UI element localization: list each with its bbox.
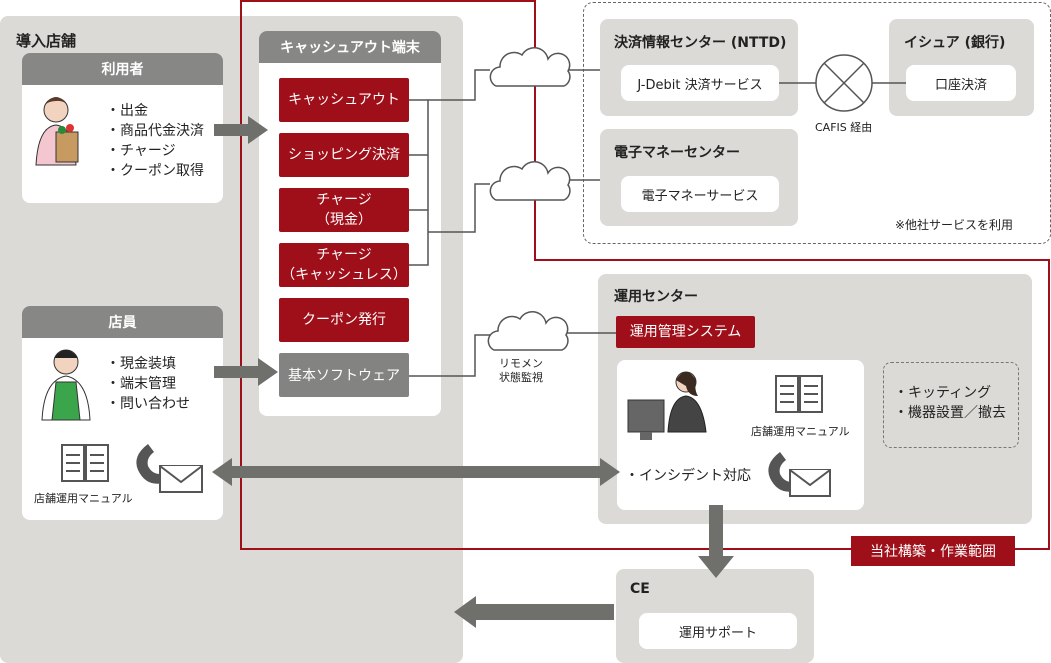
cloud-icon: [487, 311, 569, 351]
cashout-button[interactable]: キャッシュアウト: [279, 78, 409, 122]
ce-title: CE: [630, 581, 650, 597]
ops-support-service: 運用サポート: [639, 613, 797, 649]
arrow-left-icon: [454, 596, 614, 628]
basic-software-button[interactable]: 基本ソフトウェア: [279, 353, 409, 397]
staff-actions: ・現金装填 ・端末管理 ・問い合わせ: [106, 354, 190, 414]
ops-management-system: 運用管理システム: [616, 316, 755, 348]
user-actions: ・出金 ・商品代金決済 ・チャージ ・クーポン取得: [106, 101, 204, 181]
mail-icon: [159, 465, 203, 493]
emoney-service: 電子マネーサービス: [621, 176, 779, 212]
manual-book-icon: [61, 444, 109, 482]
staff-manual-label: 店舗運用マニュアル: [34, 492, 133, 505]
kitting-list: ・キッティング ・機器設置／撤去: [894, 383, 1006, 423]
kitting-item: ・キッティング: [894, 385, 992, 401]
manual-book-icon: [775, 375, 823, 413]
remote-line-2: 状態監視: [499, 371, 543, 384]
remote-monitoring-label: リモメン 状態監視: [499, 357, 543, 385]
charge-cashless-button[interactable]: チャージ （キャッシュレス）: [279, 243, 409, 287]
remote-line-1: リモメン: [499, 357, 543, 370]
mail-icon: [789, 469, 831, 497]
terminal-header: キャッシュアウト端末: [259, 31, 441, 63]
staff-action: ・現金装填: [106, 356, 176, 372]
ops-manual-label: 店舗運用マニュアル: [751, 425, 850, 438]
shopping-payment-button[interactable]: ショッピング決済: [279, 133, 409, 177]
emoney-title: 電子マネーセンター: [614, 145, 740, 161]
account-payment-service: 口座決済: [906, 65, 1016, 101]
scope-border-bottom: [240, 548, 1050, 550]
nttd-title: 決済情報センター (NTTD): [614, 35, 787, 51]
staff-header: 店員: [22, 306, 223, 338]
staff-icon: [41, 349, 91, 421]
staff-action: ・問い合わせ: [106, 396, 190, 412]
cloud-icon: [489, 47, 571, 87]
ops-center-title: 運用センター: [614, 289, 698, 305]
operator-icon: [627, 371, 707, 440]
staff-action: ・端末管理: [106, 376, 176, 392]
double-arrow-icon: [212, 458, 620, 486]
cafis-junction-icon: [815, 54, 873, 112]
scope-border-h: [534, 259, 1050, 261]
other-company-note: ※他社サービスを利用: [895, 218, 1014, 232]
store-title: 導入店舗: [16, 32, 77, 50]
user-header: 利用者: [22, 53, 223, 85]
arrow-down-icon: [698, 505, 734, 578]
connector-lines: [409, 69, 906, 377]
kitting-box: [883, 362, 1019, 448]
scope-border-top: [240, 0, 536, 2]
user-action: ・チャージ: [106, 143, 176, 159]
charge-cash-button[interactable]: チャージ （現金）: [279, 188, 409, 232]
scope-border-mid: [534, 0, 536, 261]
user-action: ・クーポン取得: [106, 163, 204, 179]
kitting-item: ・機器設置／撤去: [894, 405, 1006, 421]
coupon-issue-button[interactable]: クーポン発行: [279, 298, 409, 342]
cafis-label: CAFIS 経由: [815, 121, 873, 134]
customer-icon: [35, 97, 79, 166]
scope-border-right: [1048, 259, 1050, 550]
jdebit-service: J-Debit 決済サービス: [621, 65, 779, 101]
arrow-right-icon: [214, 358, 278, 386]
user-action: ・出金: [106, 103, 148, 119]
issuer-title: イシュア (銀行): [904, 35, 1006, 51]
user-action: ・商品代金決済: [106, 123, 204, 139]
scope-label: 当社構築・作業範囲: [851, 536, 1015, 566]
incident-response: ・インシデント対応: [625, 468, 751, 484]
arrow-right-icon: [214, 116, 268, 144]
phone-icon: [136, 444, 164, 484]
cloud-icon: [489, 161, 571, 201]
scope-border-left: [240, 0, 242, 550]
user-card: 利用者 ・出金 ・商品代金決済 ・チャージ ・クーポン取得: [22, 53, 223, 203]
